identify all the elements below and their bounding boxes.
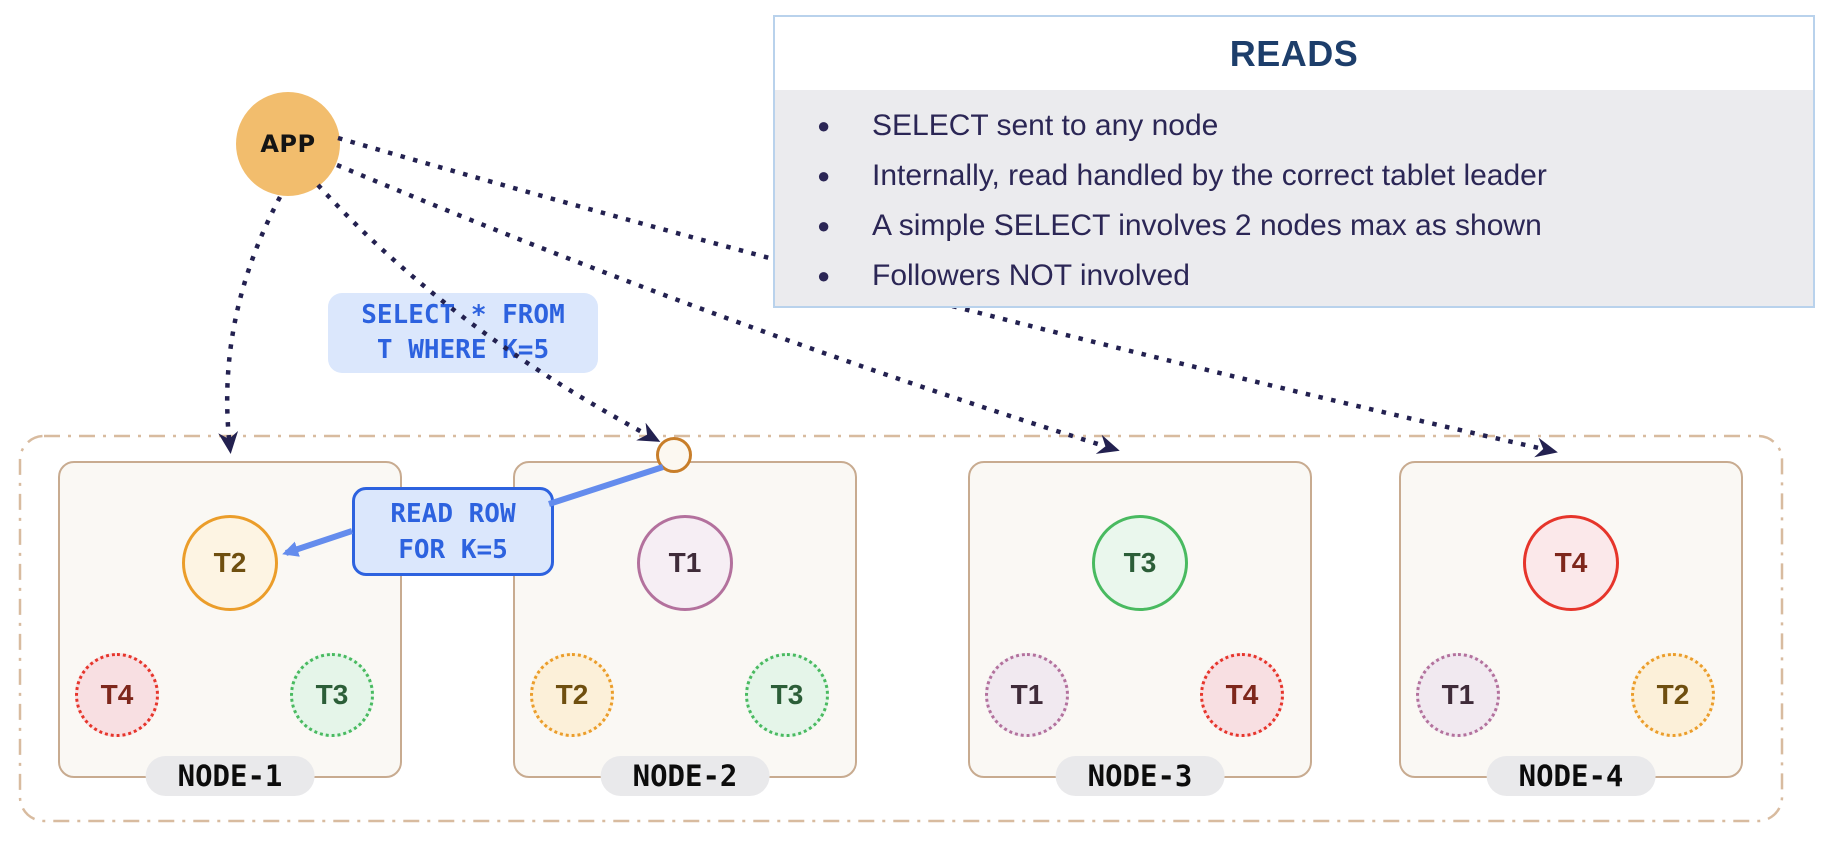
tablet-follower: T2 — [530, 653, 614, 737]
read-row-line-2: FOR K=5 — [398, 534, 508, 565]
tablet-follower: T2 — [1631, 653, 1715, 737]
node-panel-2: T1 T2 T3 NODE-2 — [513, 461, 857, 796]
tablet-label: T1 — [1010, 679, 1044, 710]
tablet-follower: T3 — [745, 653, 829, 737]
node-panel-1: T2 T4 T3 NODE-1 — [58, 461, 402, 796]
tablet-leader: T3 — [1092, 515, 1188, 611]
node-panel-3: T3 T1 T4 NODE-3 — [968, 461, 1312, 796]
reads-title: READS — [1229, 32, 1359, 74]
tablet-leader: T2 — [182, 515, 278, 611]
tablet-leader: T4 — [1523, 515, 1619, 611]
reads-header: READS — [775, 17, 1813, 90]
tablet-follower: T1 — [985, 653, 1069, 737]
reads-body: SELECT sent to any node Internally, read… — [775, 90, 1813, 306]
reads-panel: READS SELECT sent to any node Internally… — [773, 15, 1815, 308]
tablet-follower: T4 — [75, 653, 159, 737]
tablet-label: T3 — [770, 679, 804, 710]
app-label: APP — [260, 130, 316, 158]
tablet-follower: T1 — [1416, 653, 1500, 737]
tablet-leader: T1 — [637, 515, 733, 611]
tablet-label: T2 — [555, 679, 589, 710]
tablet-label: T1 — [668, 547, 702, 578]
tablet-follower: T3 — [290, 653, 374, 737]
arrow-app-to-node1 — [218, 195, 282, 454]
reads-bullet-list: SELECT sent to any node Internally, read… — [775, 101, 1813, 301]
node-label: NODE-2 — [600, 756, 770, 796]
reads-bullet-item: Followers NOT involved — [775, 251, 1813, 301]
entry-point-circle — [656, 437, 692, 473]
node-panel-4: T4 T1 T2 NODE-4 — [1399, 461, 1743, 796]
tablet-label: T2 — [1656, 679, 1690, 710]
reads-bullet-item: A simple SELECT involves 2 nodes max as … — [775, 201, 1813, 251]
query-line-1: SELECT * FROM — [361, 300, 565, 330]
tablet-label: T4 — [100, 679, 134, 710]
tablet-label: T3 — [315, 679, 349, 710]
reads-bullet-item: SELECT sent to any node — [775, 101, 1813, 151]
tablet-label: T4 — [1225, 679, 1259, 710]
tablet-label: T2 — [213, 547, 247, 578]
tablet-label: T1 — [1441, 679, 1475, 710]
node-label: NODE-3 — [1055, 756, 1225, 796]
tablet-label: T3 — [1123, 547, 1157, 578]
read-row-label: READ ROW FOR K=5 — [352, 487, 554, 576]
tablet-label: T4 — [1554, 547, 1588, 578]
query-line-2: T WHERE K=5 — [376, 335, 550, 365]
read-row-line-1: READ ROW — [390, 498, 516, 529]
tablet-follower: T4 — [1200, 653, 1284, 737]
query-label: SELECT * FROM T WHERE K=5 — [328, 293, 598, 373]
node-label: NODE-4 — [1486, 756, 1656, 796]
node-label: NODE-1 — [145, 756, 315, 796]
reads-bullet-item: Internally, read handled by the correct … — [775, 151, 1813, 201]
app-circle: APP — [236, 92, 340, 196]
